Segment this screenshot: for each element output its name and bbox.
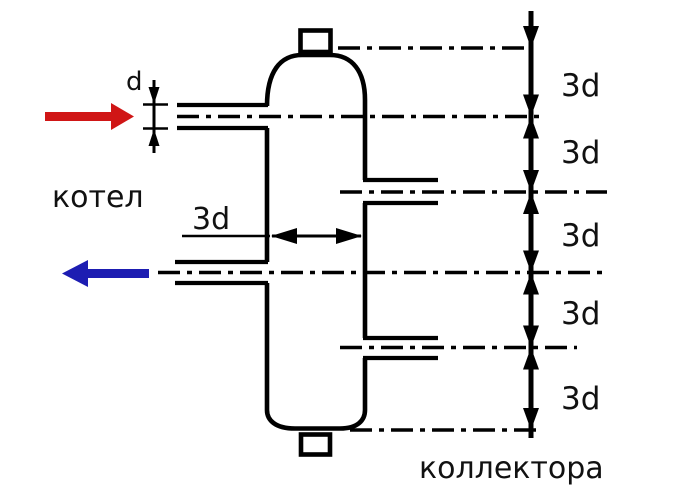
spacing-label-2: 3d [561, 135, 600, 171]
separator-vessel [264, 28, 368, 457]
dim-arrow-up-2 [523, 116, 539, 139]
dim-arrow-down-5 [523, 325, 539, 348]
spacing-label-3: 3d [561, 218, 600, 254]
boiler-supply-pipe [177, 102, 268, 131]
vessel-top-dome [264, 52, 368, 180]
spacing-label-5: 3d [561, 381, 600, 417]
return-flow-arrow [62, 260, 149, 287]
vessel-width-dimension [182, 228, 362, 244]
supply-flow-arrow [45, 103, 134, 130]
vessel-bottom-shell [264, 283, 368, 431]
boiler-return-pipe [175, 259, 268, 286]
collectors-label: коллектора [419, 451, 604, 486]
width-arrow-right [336, 228, 362, 244]
pipe-diameter-label: d [126, 67, 143, 97]
d-arrow-down [148, 87, 160, 104]
vertical-dimension-chain [523, 11, 539, 438]
centerlines [158, 46, 607, 432]
d-arrow-up [148, 129, 160, 146]
pipe-diameter-dimension [143, 80, 168, 153]
boiler-label: котел [52, 180, 144, 215]
vessel-top-nozzle [298, 28, 333, 55]
dim-arrow-up-4 [523, 272, 539, 295]
dim-arrow-down-2 [523, 94, 539, 117]
spacing-label-1: 3d [561, 68, 600, 104]
dim-arrow-down-1 [523, 26, 539, 48]
vessel-width-label: 3d [192, 202, 230, 237]
width-arrow-left [271, 228, 297, 244]
dim-arrow-down-3 [523, 170, 539, 192]
dim-arrow-down-4 [523, 250, 539, 273]
vessel-bottom-nozzle [298, 432, 333, 457]
dim-arrow-up-3 [523, 192, 539, 214]
dim-arrow-down-6 [523, 408, 539, 430]
collector-pipe-lower [363, 335, 438, 361]
collector-pipe-upper [363, 177, 438, 206]
dim-arrow-up-5 [523, 347, 539, 370]
spacing-label-4: 3d [561, 296, 600, 332]
